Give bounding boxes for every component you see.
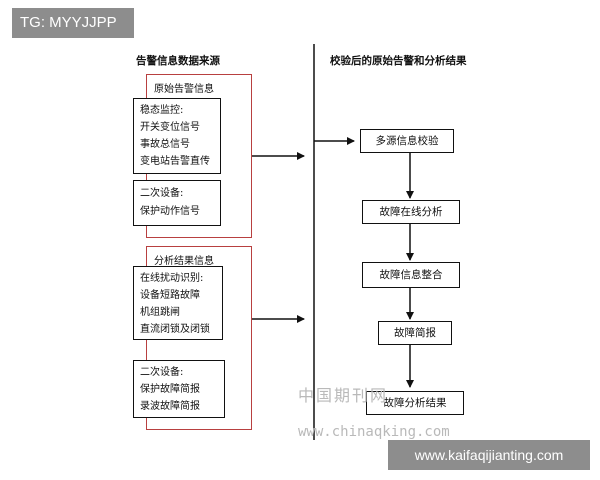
online-disturbance-line-4: 直流闭锁及闭锁 (140, 324, 210, 335)
flow-step-1-label: 多源信息校验 (375, 135, 439, 147)
flow-step-2: 故障在线分析 (362, 200, 460, 224)
steady-monitor-box: 稳态监控: 开关变位信号 事故总信号 变电站告警直传 (133, 98, 221, 174)
flow-step-3: 故障信息整合 (362, 262, 460, 288)
secondary-equipment-2-line-1: 二次设备: (140, 367, 184, 378)
online-disturbance-line-1: 在线扰动识别: (140, 273, 204, 284)
flow-step-4: 故障简报 (378, 321, 452, 345)
site-url-tag: www.kaifaqijianting.com (388, 440, 590, 470)
online-disturbance-line-2: 设备短路故障 (140, 290, 200, 301)
secondary-equipment-2-line-3: 录波故障简报 (140, 401, 200, 412)
secondary-equipment-box-2: 二次设备: 保护故障简报 录波故障简报 (133, 360, 225, 418)
left-heading: 告警信息数据来源 (136, 55, 220, 67)
flow-step-3-label: 故障信息整合 (379, 269, 443, 281)
channel-tag: TG: MYYJJPP (12, 8, 134, 38)
right-heading: 校验后的原始告警和分析结果 (330, 55, 467, 67)
secondary-equipment-1-line-1: 二次设备: (140, 188, 184, 199)
watermark-url: www.chinaqking.com (298, 424, 450, 440)
watermark-cn: 中国期刊网 (298, 386, 389, 405)
online-disturbance-box: 在线扰动识别: 设备短路故障 机组跳闸 直流闭锁及闭锁 (133, 266, 223, 340)
secondary-equipment-2-line-2: 保护故障简报 (140, 384, 200, 395)
steady-monitor-line-2: 开关变位信号 (140, 122, 200, 133)
online-disturbance-line-3: 机组跳闸 (140, 307, 180, 318)
flow-step-2-label: 故障在线分析 (379, 206, 443, 218)
steady-monitor-line-3: 事故总信号 (140, 139, 190, 150)
steady-monitor-line-4: 变电站告警直传 (140, 156, 210, 167)
raw-alarm-title: 原始告警信息 (152, 80, 216, 95)
steady-monitor-line-1: 稳态监控: (140, 105, 184, 116)
secondary-equipment-box-1: 二次设备: 保护动作信号 (133, 180, 221, 226)
flow-step-5-label: 故障分析结果 (383, 397, 447, 409)
flow-step-5: 故障分析结果 (366, 391, 464, 415)
analysis-result-title: 分析结果信息 (152, 252, 216, 267)
flow-step-1: 多源信息校验 (360, 129, 454, 153)
flow-step-4-label: 故障简报 (394, 327, 436, 339)
secondary-equipment-1-line-2: 保护动作信号 (140, 206, 200, 217)
